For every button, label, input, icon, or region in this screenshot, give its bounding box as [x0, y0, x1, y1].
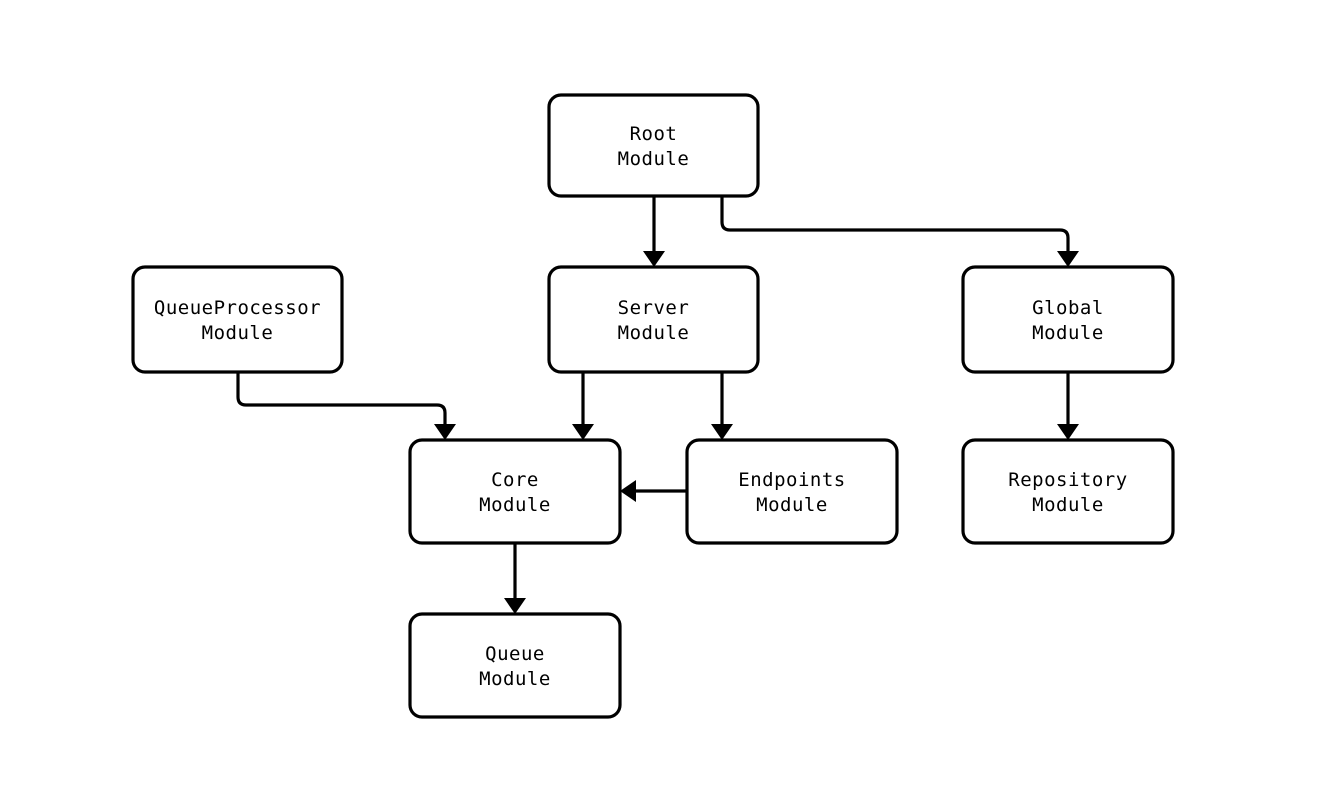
node-label-line1: QueueProcessor: [154, 297, 321, 319]
node-label-line1: Queue: [485, 643, 545, 665]
node-label-line2: Module: [202, 322, 274, 344]
node-box[interactable]: [961, 265, 1175, 374]
node-box[interactable]: [547, 265, 760, 374]
edge-root-to-server: [643, 196, 665, 267]
node-label-line1: Server: [618, 297, 690, 319]
edge-server-to-endpoints: [711, 372, 733, 440]
node-label-line1: Repository: [1008, 469, 1127, 491]
node-label-line2: Module: [479, 668, 551, 690]
edge-queueprocessor-to-core: [236, 372, 456, 440]
edge-core-to-queue: [504, 543, 526, 614]
node-label-line2: Module: [1032, 494, 1104, 516]
node-label-line2: Module: [618, 322, 690, 344]
node-label-line2: Module: [1032, 322, 1104, 344]
node-label-line2: Module: [618, 148, 690, 170]
edge-global-to-repository: [1057, 372, 1079, 440]
edge-line: [236, 372, 447, 425]
edge-server-to-core: [572, 372, 594, 440]
node-box[interactable]: [408, 438, 622, 545]
edge-arrowhead: [711, 424, 733, 440]
node-label-line1: Endpoints: [738, 469, 845, 491]
node-box[interactable]: [685, 438, 899, 545]
node-box[interactable]: [961, 438, 1175, 545]
node-box[interactable]: [131, 265, 344, 374]
nodes-layer: RootModuleQueueProcessorModuleServerModu…: [131, 93, 1175, 719]
edge-arrowhead: [1057, 251, 1079, 267]
node-label-line2: Module: [479, 494, 551, 516]
node-box[interactable]: [547, 93, 760, 198]
node-label-line1: Global: [1032, 297, 1104, 319]
edge-arrowhead: [434, 424, 456, 440]
node-label-line1: Root: [630, 123, 678, 145]
edge-root-to-global: [720, 196, 1079, 267]
edge-arrowhead: [1057, 424, 1079, 440]
edge-endpoints-to-core: [620, 480, 687, 502]
node-label-line2: Module: [756, 494, 828, 516]
edge-arrowhead: [504, 598, 526, 614]
node-box[interactable]: [408, 612, 622, 719]
edge-line: [720, 196, 1070, 252]
edge-arrowhead: [620, 480, 636, 502]
edges-layer: [236, 196, 1079, 614]
edge-arrowhead: [572, 424, 594, 440]
node-label-line1: Core: [491, 469, 539, 491]
edge-arrowhead: [643, 251, 665, 267]
